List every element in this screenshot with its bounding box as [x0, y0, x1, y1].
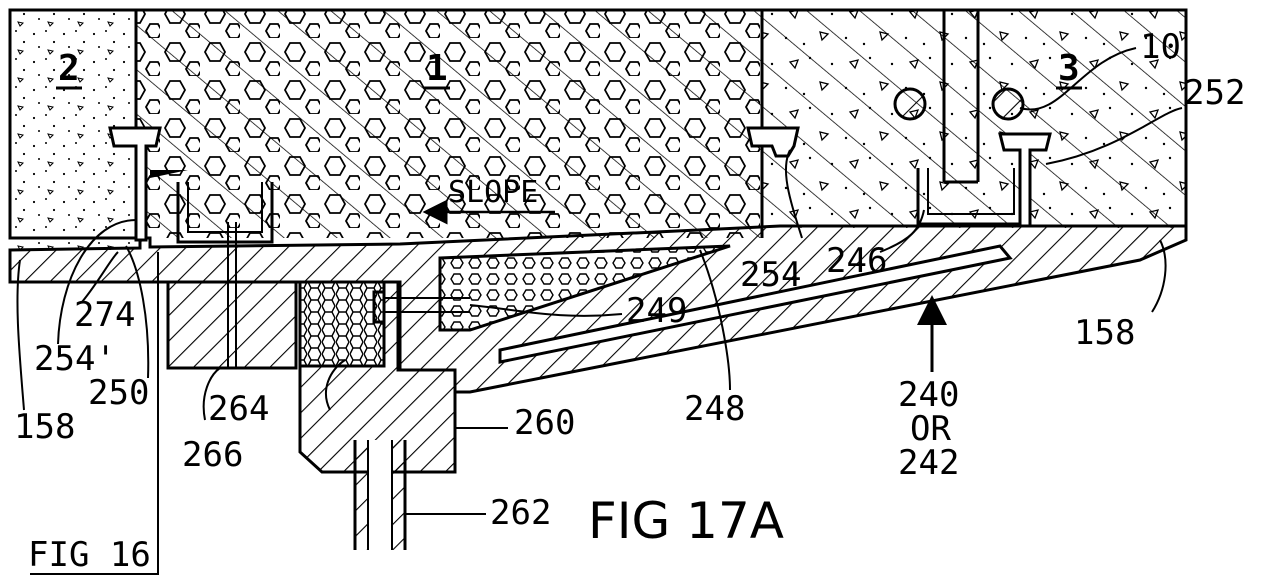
filter-264 — [298, 280, 386, 368]
numeral-158-right: 158 — [1074, 313, 1135, 353]
inset-label: FIG 16 — [28, 535, 151, 575]
numeral-246: 246 — [826, 241, 887, 281]
housing-260 — [298, 280, 457, 474]
numeral-158-left: 158 — [14, 407, 75, 447]
wedge-chamber-249 — [438, 244, 731, 332]
numeral-250: 250 — [88, 373, 149, 413]
pipe-262 — [353, 440, 407, 550]
rebar-circles — [893, 87, 1025, 121]
anchor-252 — [998, 132, 1052, 228]
zone-1-block — [136, 8, 764, 238]
numeral-254-prime: 254' — [34, 339, 116, 379]
drain-rod — [227, 222, 237, 368]
tie-bar-249 — [372, 290, 470, 324]
numeral-252: 252 — [1184, 73, 1245, 113]
numeral-274: 274 — [74, 295, 135, 335]
zone-2-label: 2 — [58, 48, 80, 89]
block-266 — [166, 280, 298, 370]
slope-flag — [150, 170, 188, 178]
zone-3-block — [762, 8, 1188, 228]
rebar-10 — [942, 10, 980, 184]
numeral-266: 266 — [182, 435, 243, 475]
numeral-254: 254 — [740, 255, 801, 295]
numeral-264: 264 — [208, 389, 269, 429]
anchor-254 — [746, 126, 800, 158]
numeral-260: 260 — [514, 403, 575, 443]
leader-lines — [16, 47, 1183, 575]
slope-label: SLOPE — [448, 175, 538, 210]
numeral-10: 10 — [1140, 27, 1181, 67]
numeral-or: OR — [910, 409, 951, 449]
numeral-242: 242 — [898, 443, 959, 483]
zone-3-label: 3 — [1058, 48, 1080, 89]
numeral-249: 249 — [626, 291, 687, 331]
numeral-240: 240 — [898, 375, 959, 415]
zone-1-label: 1 — [426, 48, 448, 89]
numeral-248: 248 — [684, 389, 745, 429]
channel-248 — [498, 244, 1013, 364]
anchor-254-prime — [108, 126, 162, 242]
u-channel-left — [176, 182, 274, 244]
figure-title: FIG 17A — [588, 492, 784, 550]
numeral-262: 262 — [490, 493, 551, 533]
